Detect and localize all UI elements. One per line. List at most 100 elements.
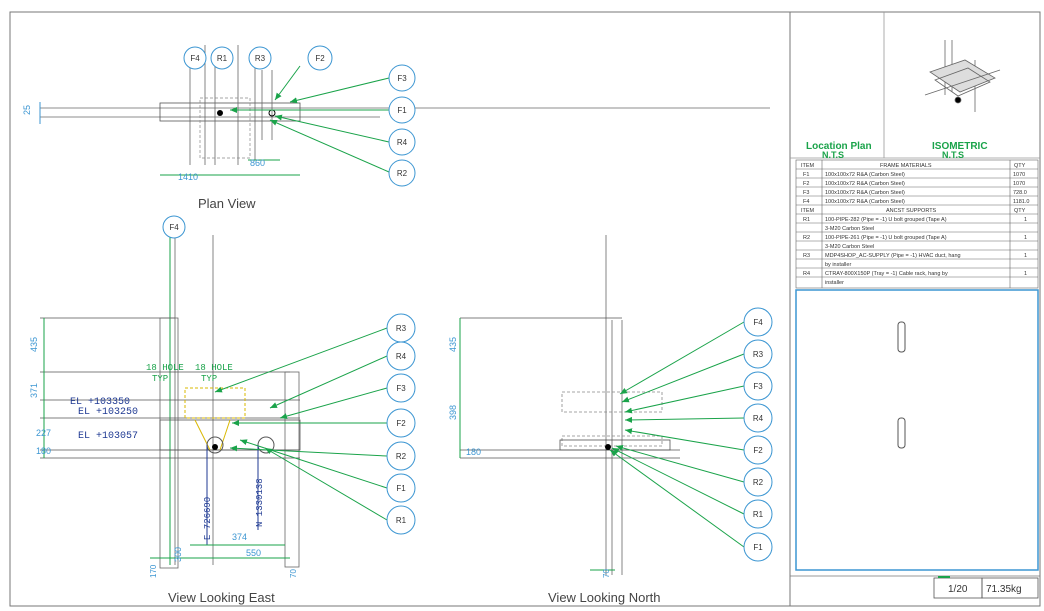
frame-row-item: F4 <box>803 199 809 205</box>
svg-text:F4: F4 <box>753 318 763 327</box>
support-header-item: ITEM <box>801 208 815 214</box>
support-row-qty: 1 <box>1024 253 1027 259</box>
support-row-desc: 100-PIPE-261 (Pipe = -1) U bolt grouped … <box>825 235 947 241</box>
svg-text:F2: F2 <box>396 419 406 428</box>
frame-row-desc: 100x100x72 R&A (Carbon Steel) <box>825 172 905 178</box>
east-hole-note-1-typ: TYP <box>152 374 168 384</box>
frame-row-desc: 100x100x72 R&A (Carbon Steel) <box>825 190 905 196</box>
svg-text:F3: F3 <box>753 382 763 391</box>
svg-text:R3: R3 <box>753 350 764 359</box>
frame-row-qty: 1070 <box>1013 181 1025 187</box>
north-view: 435 398 180 70 View Looking North F4 R3 … <box>448 235 773 605</box>
frame-row-desc: 100x100x72 R&A (Carbon Steel) <box>825 181 905 187</box>
support-header-qty: QTY <box>1014 208 1026 214</box>
notes-panel <box>795 289 1039 571</box>
location-plan-label: Location Plan <box>806 141 872 152</box>
plan-callout-f3: F3 <box>388 64 416 92</box>
north-callout-f4: F4 <box>743 307 773 337</box>
isometric-label: ISOMETRIC <box>932 141 988 152</box>
plan-view-title: Plan View <box>198 196 256 211</box>
isometric-thumbnail <box>924 40 1001 112</box>
svg-text:F3: F3 <box>396 384 406 393</box>
svg-text:R3: R3 <box>396 324 407 333</box>
frame-header-desc: FRAME MATERIALS <box>880 163 932 169</box>
svg-text:F2: F2 <box>753 446 763 455</box>
north-dim-180: 180 <box>466 447 481 457</box>
east-callout-r4: R4 <box>386 341 416 371</box>
svg-text:F1: F1 <box>397 106 407 115</box>
east-callout-r1: R1 <box>386 505 416 535</box>
east-dim-70: 70 <box>289 569 298 578</box>
title-block: Location Plan N.T.S ISOMETRIC N.T.S ITEM… <box>789 12 1040 606</box>
frame-row-item: F1 <box>803 172 809 178</box>
east-dim-227: 227 <box>36 428 51 438</box>
plan-callout-f1: F1 <box>388 96 416 124</box>
svg-text:R3: R3 <box>255 54 266 63</box>
east-hole-note-2-typ: TYP <box>201 374 217 384</box>
east-dim-435: 435 <box>29 337 39 352</box>
plan-callout-f2: F2 <box>307 45 333 71</box>
east-dim-170: 170 <box>149 564 158 578</box>
frame-row-qty: 1181.0 <box>1013 199 1029 205</box>
north-callout-f3: F3 <box>743 371 773 401</box>
support-row-desc: 3-M20 Carbon Steel <box>825 244 874 250</box>
support-row-item: R4 <box>803 271 810 277</box>
frame-header-item: ITEM <box>801 163 815 169</box>
support-row-desc: 3-M20 Carbon Steel <box>825 226 874 232</box>
isometric-scale: N.T.S <box>942 150 964 160</box>
pipe-symbol-1 <box>897 321 906 353</box>
north-view-title: View Looking North <box>548 590 661 605</box>
east-callout-f4: F4 <box>162 215 186 239</box>
svg-text:R2: R2 <box>397 169 408 178</box>
scale-value: 1/20 <box>948 584 968 595</box>
north-callout-r1: R1 <box>743 499 773 529</box>
svg-text:F4: F4 <box>169 223 179 232</box>
support-row-qty: 1 <box>1024 271 1027 277</box>
east-hole-note-2: 18 HOLE <box>195 363 233 373</box>
plan-view: 25 860 1410 Plan View F4 R1 R3 F2 F3 <box>22 45 770 211</box>
sheet-border <box>9 11 1041 607</box>
support-row-item: R2 <box>803 235 810 241</box>
east-callout-r3: R3 <box>386 313 416 343</box>
svg-text:R2: R2 <box>396 452 407 461</box>
plan-callout-r4: R4 <box>388 128 416 156</box>
svg-text:F1: F1 <box>396 484 406 493</box>
svg-text:R1: R1 <box>753 510 764 519</box>
support-row-qty: 1 <box>1024 235 1027 241</box>
east-dim-374: 374 <box>232 532 247 542</box>
support-row-item: R3 <box>803 253 810 259</box>
north-callout-r2: R2 <box>743 467 773 497</box>
north-callout-f1: F1 <box>743 532 773 562</box>
support-header-desc: ANCST SUPPORTS <box>886 208 937 214</box>
frame-row-item: F2 <box>803 181 809 187</box>
frame-row-qty: 1070 <box>1013 172 1025 178</box>
east-callout-f1: F1 <box>386 473 416 503</box>
svg-text:R2: R2 <box>753 478 764 487</box>
support-row-desc: 100-PIPE-282 (Pipe = -1) U bolt grouped … <box>825 217 947 223</box>
svg-text:F4: F4 <box>190 54 200 63</box>
plan-dim-left: 25 <box>22 105 32 115</box>
pipe-symbol-2 <box>897 417 906 449</box>
east-elevation-3: EL +103057 <box>78 431 138 442</box>
east-coord-n: N 1330138 <box>255 478 265 527</box>
frame-row-item: F3 <box>803 190 809 196</box>
materials-table: ITEM FRAME MATERIALS QTY F1 100x100x72 R… <box>795 159 1039 289</box>
svg-text:R4: R4 <box>396 352 407 361</box>
plan-callout-r2: R2 <box>388 159 416 187</box>
weight-value: 71.35kg <box>986 584 1022 595</box>
support-row-desc: MDP4SHOP_AC-SUPPLY (Pipe = -1) HVAC duct… <box>825 253 961 259</box>
support-row-item: R1 <box>803 217 810 223</box>
north-callout-r3: R3 <box>743 339 773 369</box>
support-row-desc: installer <box>825 280 844 286</box>
east-view-title: View Looking East <box>168 590 275 605</box>
svg-text:F3: F3 <box>397 74 407 83</box>
east-hole-note-1: 18 HOLE <box>146 363 184 373</box>
support-row-desc: CTRAY-800X150P (Tray = -1) Cable rack, h… <box>825 271 948 277</box>
east-dim-300: 300 <box>173 547 183 562</box>
frame-row-qty: 728.0 <box>1013 190 1027 196</box>
svg-text:F2: F2 <box>315 54 325 63</box>
svg-text:F1: F1 <box>753 543 763 552</box>
east-callout-f2: F2 <box>386 408 416 438</box>
svg-text:R4: R4 <box>397 138 408 147</box>
east-callout-f3: F3 <box>386 373 416 403</box>
